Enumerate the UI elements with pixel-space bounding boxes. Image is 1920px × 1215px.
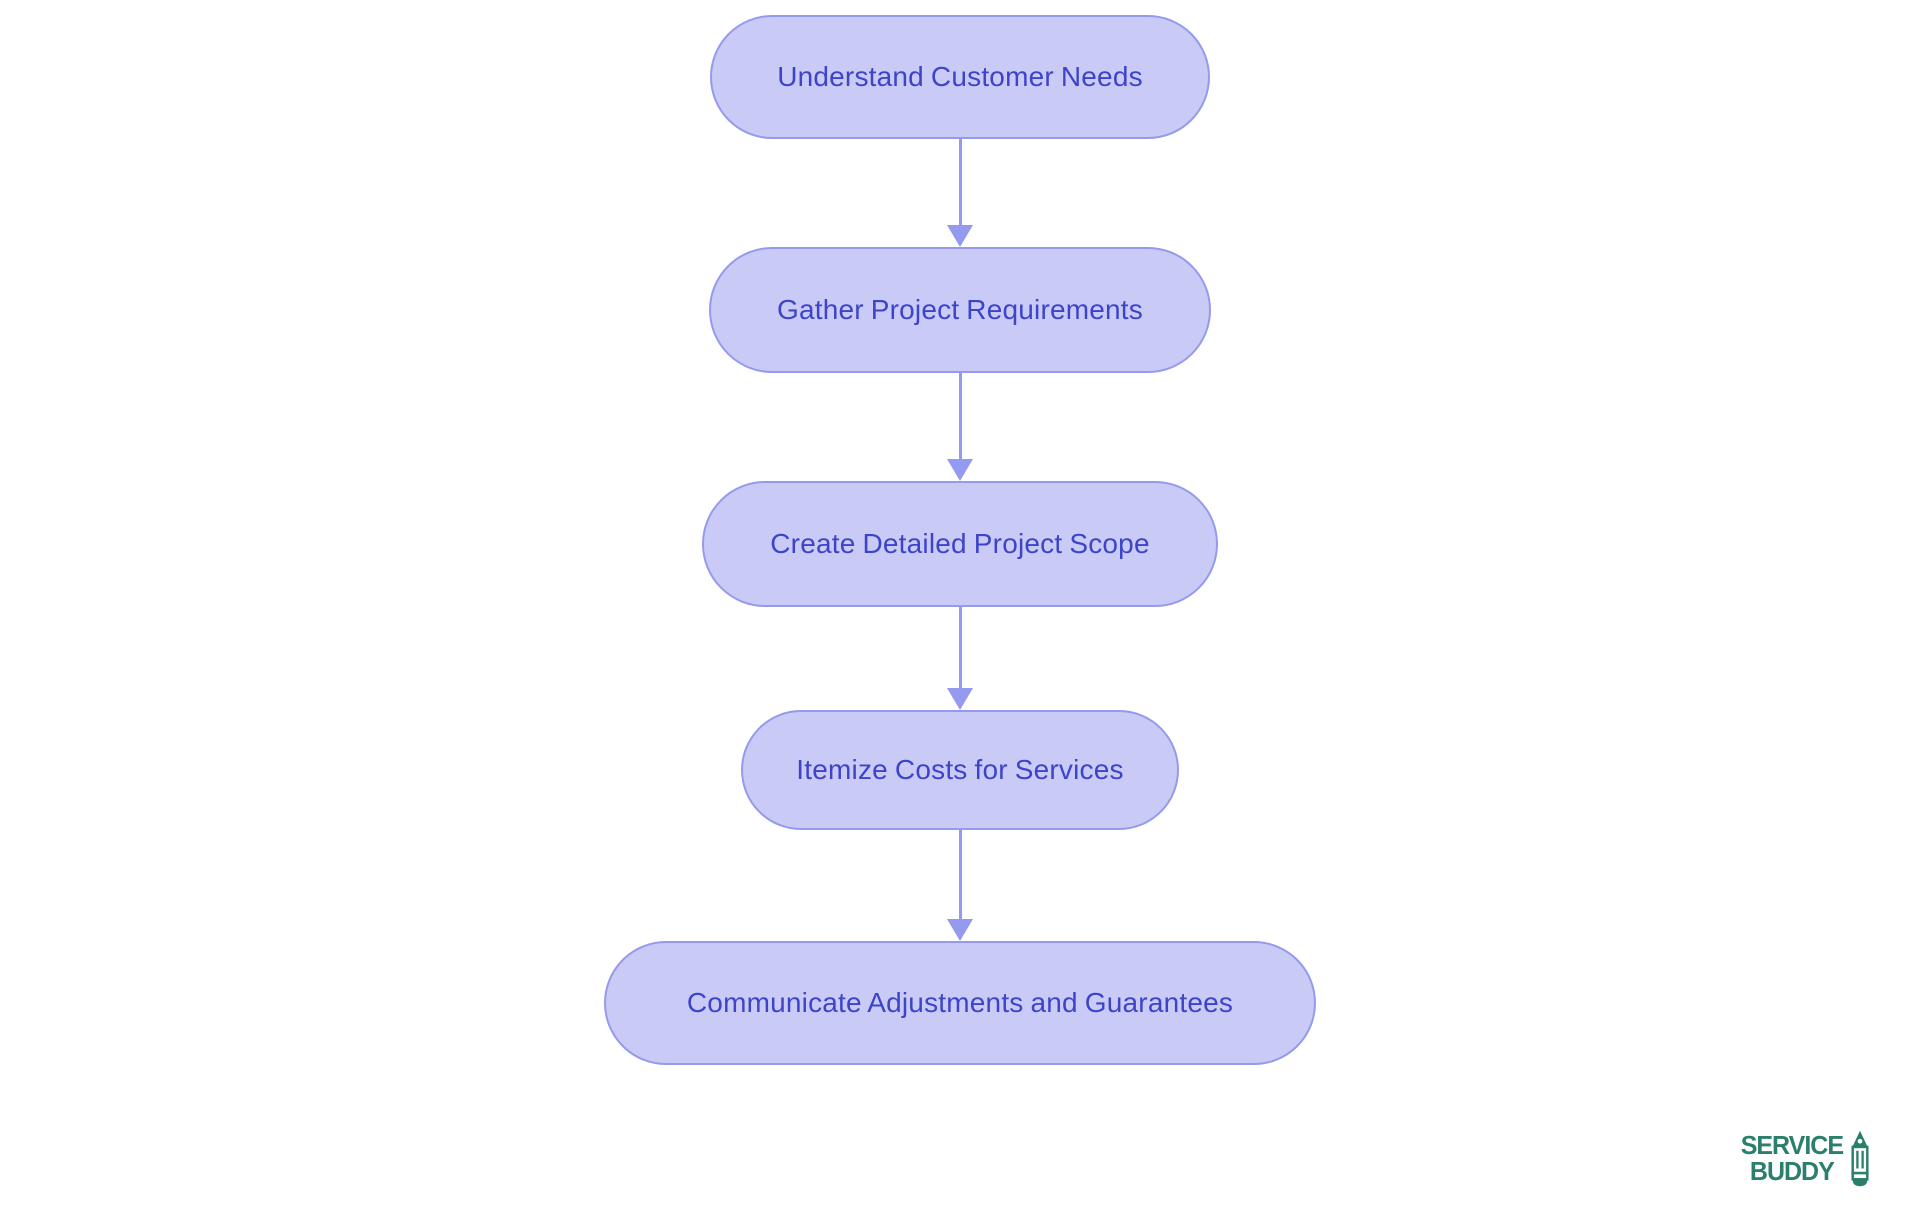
service-buddy-logo: SERVICE BUDDY: [1741, 1130, 1870, 1187]
arrow-shaft: [958, 607, 962, 688]
pencil-icon: [1851, 1130, 1869, 1187]
arrow-head-down-icon: [947, 459, 973, 481]
flow-node-gather-project-requirements: Gather Project Requirements: [709, 247, 1211, 373]
flow-arrow: [947, 830, 973, 941]
arrow-shaft: [958, 830, 962, 919]
flow-node-label: Itemize Costs for Services: [796, 754, 1124, 785]
flow-node-label: Understand Customer Needs: [777, 61, 1143, 92]
logo-wordmark: SERVICE BUDDY: [1740, 1130, 1844, 1186]
flow-node-communicate-adjustments-and-guarantees: Communicate Adjustments and Guarantees: [604, 941, 1316, 1065]
arrow-head-down-icon: [947, 919, 973, 941]
flow-arrow: [947, 139, 973, 247]
arrow-head-down-icon: [947, 225, 973, 247]
logo-line1: SERVICE: [1740, 1130, 1844, 1161]
arrow-head-down-icon: [947, 688, 973, 710]
logo-line2: BUDDY: [1749, 1156, 1835, 1186]
arrow-shaft: [958, 373, 962, 459]
flow-node-understand-customer-needs: Understand Customer Needs: [710, 15, 1210, 139]
flow-node-label: Gather Project Requirements: [776, 294, 1143, 325]
flow-node-label: Create Detailed Project Scope: [770, 528, 1150, 559]
flow-arrow: [947, 373, 973, 481]
arrow-shaft: [958, 139, 962, 225]
flow-node-itemize-costs-for-services: Itemize Costs for Services: [741, 710, 1179, 830]
flow-node-label: Communicate Adjustments and Guarantees: [686, 987, 1234, 1018]
flow-arrow: [947, 607, 973, 710]
flow-node-create-detailed-project-scope: Create Detailed Project Scope: [702, 481, 1218, 607]
